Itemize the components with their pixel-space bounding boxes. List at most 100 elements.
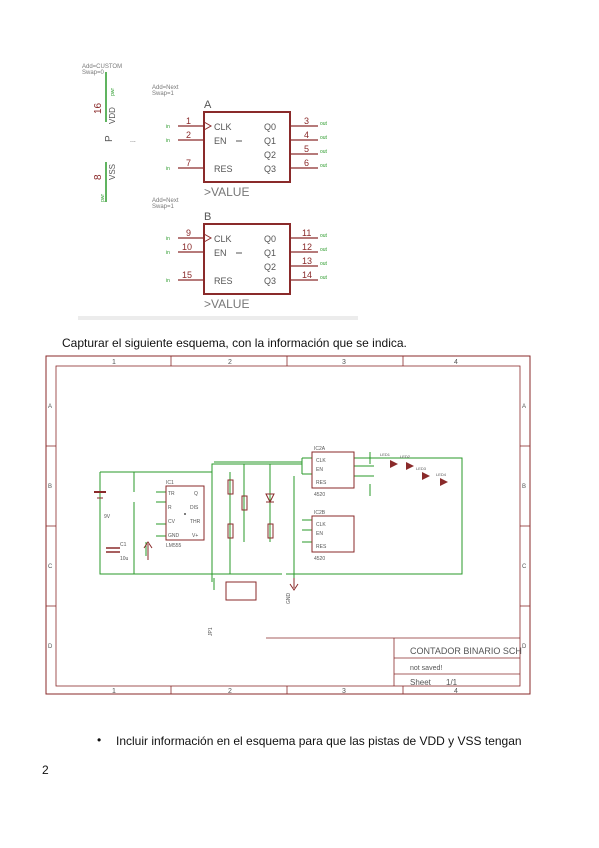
battery: 9V [94,491,111,520]
col-label-3-bottom: 3 [342,688,346,695]
gate-b-in-name-2: EN [214,248,227,258]
vss-pin-number: 8 [93,174,104,180]
gate-b-out-pin-3: 13 [302,256,312,266]
ic2b-pin-clk: CLK [316,522,326,528]
gate-a-out-name-4: Q3 [264,164,276,174]
gate-b-in-pin-1: 9 [186,228,191,238]
gate-a-box [203,111,291,183]
resistors [227,479,275,539]
gate-b-out-name-2: Q1 [264,248,276,258]
gate-b-in-name-1: CLK [214,234,232,244]
gate-a-value: >VALUE [204,185,249,199]
gate-a-attr-swap: Swap=1 [152,91,175,97]
ic1-name: IC1 [166,480,174,486]
power-pins: 16 VDD pwr P 8 VSS pwr ... [93,72,136,202]
ic1-pin-tr: TR [168,491,175,497]
gate-a-in-pin-2: 2 [186,130,191,140]
row-label-b-right: B [522,484,526,490]
wiring [99,452,463,590]
capacitor-name: C1 [120,542,127,548]
gate-b-in-tag-2: in [166,250,170,256]
ic2a-pin-res: RES [316,480,327,486]
col-label-1-bottom: 1 [112,688,116,695]
figure-caption: Capturar el siguiente esquema, con la in… [62,336,407,350]
row-label-d-right: D [522,644,527,650]
col-label-2-top: 2 [228,359,232,366]
led-4-label: LED4 [436,472,447,477]
gate-b-in-tag-3: in [166,278,170,284]
gate-b-value: >VALUE [204,297,249,311]
gate-b-out-pin-2: 12 [302,242,312,252]
ic1-timer: IC1 LM555 TR Q R DIS CV THR GND V+ [165,480,205,549]
ic1-pin-r: R [168,505,172,511]
gate-a-out-pin-2: 4 [304,130,309,140]
ic1-pin-cv: CV [168,519,176,525]
gate-a-letter: A [204,99,212,111]
row-label-c-right: C [522,564,527,570]
ic1-pin-dis: DIS [190,505,199,511]
top-attr-swap: Swap=0 [82,70,105,76]
gate-a-out-tag-3: out [320,149,328,155]
gate-a-out-pin-4: 6 [304,158,309,168]
gate-a-out-tag-1: out [320,121,328,127]
ic1-pin-q: Q [194,491,198,497]
gate-a-out-name-1: Q0 [264,122,276,132]
ic2b-counter: IC2B CLK EN RES 4520 [311,510,355,562]
col-label-1-top: 1 [112,359,116,366]
ic2b-pin-res: RES [316,544,327,550]
led-3-label: LED3 [416,466,427,471]
connector: JP1 [208,581,257,636]
gate-b-out-pin-4: 14 [302,270,312,280]
gate-b-out-name-4: Q3 [264,276,276,286]
row-label-b-left: B [48,484,52,490]
frame-outer [45,355,531,695]
gate-a-out-tag-2: out [320,135,328,141]
ic1-pin-gnd: GND [168,533,180,539]
ic2a-pin-en: EN [316,467,323,473]
gate-a-out-name-3: Q2 [264,150,276,160]
led-2-label: LED2 [400,454,411,459]
gate-b-in-pin-2: 10 [182,242,192,252]
col-label-3-top: 3 [342,359,346,366]
vss-pin-tag: pwr [100,194,106,202]
ic2a-name: IC2A [314,446,326,452]
gate-a-attr-add: Add=Next [152,85,179,91]
vss-pin-name: VSS [108,164,117,180]
title-block: CONTADOR BINARIO SCH not saved! Sheet 1/… [266,637,522,687]
gate-b: Add=Next Swap=1 B in in in 9 10 15 CLK E… [152,198,328,311]
page-number: 2 [42,763,49,777]
col-label-2-bottom: 2 [228,688,232,695]
title-block-sheet-value: 1/1 [446,678,458,687]
row-label-a-right: A [522,404,526,410]
capacitor-value: 10u [120,556,129,562]
gate-b-out-name-1: Q0 [264,234,276,244]
gate-a-in-name-3: RES [214,164,233,174]
gate-a-in-tag-3: in [166,166,170,172]
gate-b-letter: B [204,211,211,223]
ic2b-value: 4520 [314,556,325,562]
ic1-value: LM555 [166,543,182,549]
gate-b-attr-swap: Swap=1 [152,204,175,210]
gate-b-out-tag-4: out [320,275,328,281]
ic2a-pin-clk: CLK [316,458,326,464]
gate-b-in-tag-1: in [166,236,170,242]
ic2b-pin-en: EN [316,531,323,537]
gate-a-in-pin-3: 7 [186,158,191,168]
gate-b-out-tag-2: out [320,247,328,253]
vdd-pin-tag: pwr [110,88,116,96]
vdd-pin-number: 16 [93,102,104,114]
gate-b-out-name-3: Q2 [264,262,276,272]
bullet-dot: • [97,733,102,747]
col-label-4-top: 4 [454,359,458,366]
title-block-title: CONTADOR BINARIO SCH [410,646,522,656]
gnd-arrow: GND [143,541,299,604]
gate-a-in-name-2: EN [214,136,227,146]
gate-a-in-tag-1: in [166,124,170,130]
gate-a-out-tag-4: out [320,163,328,169]
ic1-pin-vplus: V+ [192,533,198,539]
gate-b-out-tag-1: out [320,233,328,239]
gate-b-out-pin-1: 11 [302,228,311,238]
title-block-subtitle: not saved! [410,665,442,672]
gate-a-in-tag-2: in [166,138,170,144]
schematic-figure: 1 2 3 4 1 2 3 4 A B C D A B C D CONTADOR… [44,352,534,700]
